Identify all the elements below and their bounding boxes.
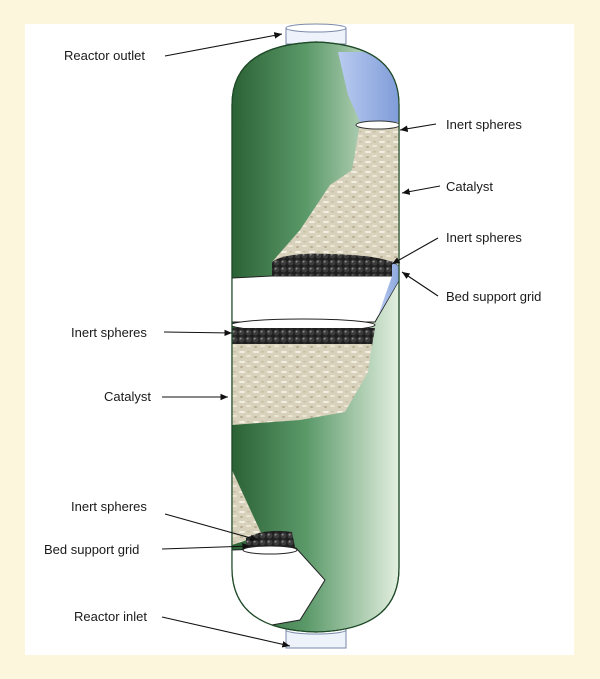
upper-inert-spheres-top — [355, 120, 399, 130]
leader-lines — [161, 32, 441, 648]
label-inert-spheres-upper-bottom: Inert spheres — [446, 230, 522, 245]
label-catalyst-lower: Catalyst — [104, 389, 151, 404]
label-catalyst-upper: Catalyst — [446, 179, 493, 194]
label-bed-support-grid-upper: Bed support grid — [446, 289, 541, 304]
lower-bed-support-grid — [242, 545, 298, 555]
top-dome-cutaway — [338, 52, 399, 122]
upper-grid-blue-face — [378, 262, 399, 316]
bottom-catalyst-sliver — [232, 470, 262, 545]
lower-catalyst-bed — [232, 344, 372, 425]
label-inert-spheres-lower-top: Inert spheres — [71, 325, 147, 340]
label-reactor-inlet: Reactor inlet — [74, 609, 147, 624]
upper-inert-spheres-bottom — [272, 253, 392, 276]
label-inert-spheres-upper-top: Inert spheres — [446, 117, 522, 132]
label-reactor-outlet: Reactor outlet — [64, 48, 145, 63]
label-inert-spheres-lower-bottom: Inert spheres — [71, 499, 147, 514]
lower-inert-spheres-top — [232, 328, 375, 346]
upper-catalyst-bed — [272, 124, 399, 262]
label-bed-support-grid-lower: Bed support grid — [44, 542, 139, 557]
outlet-nozzle — [285, 23, 347, 45]
